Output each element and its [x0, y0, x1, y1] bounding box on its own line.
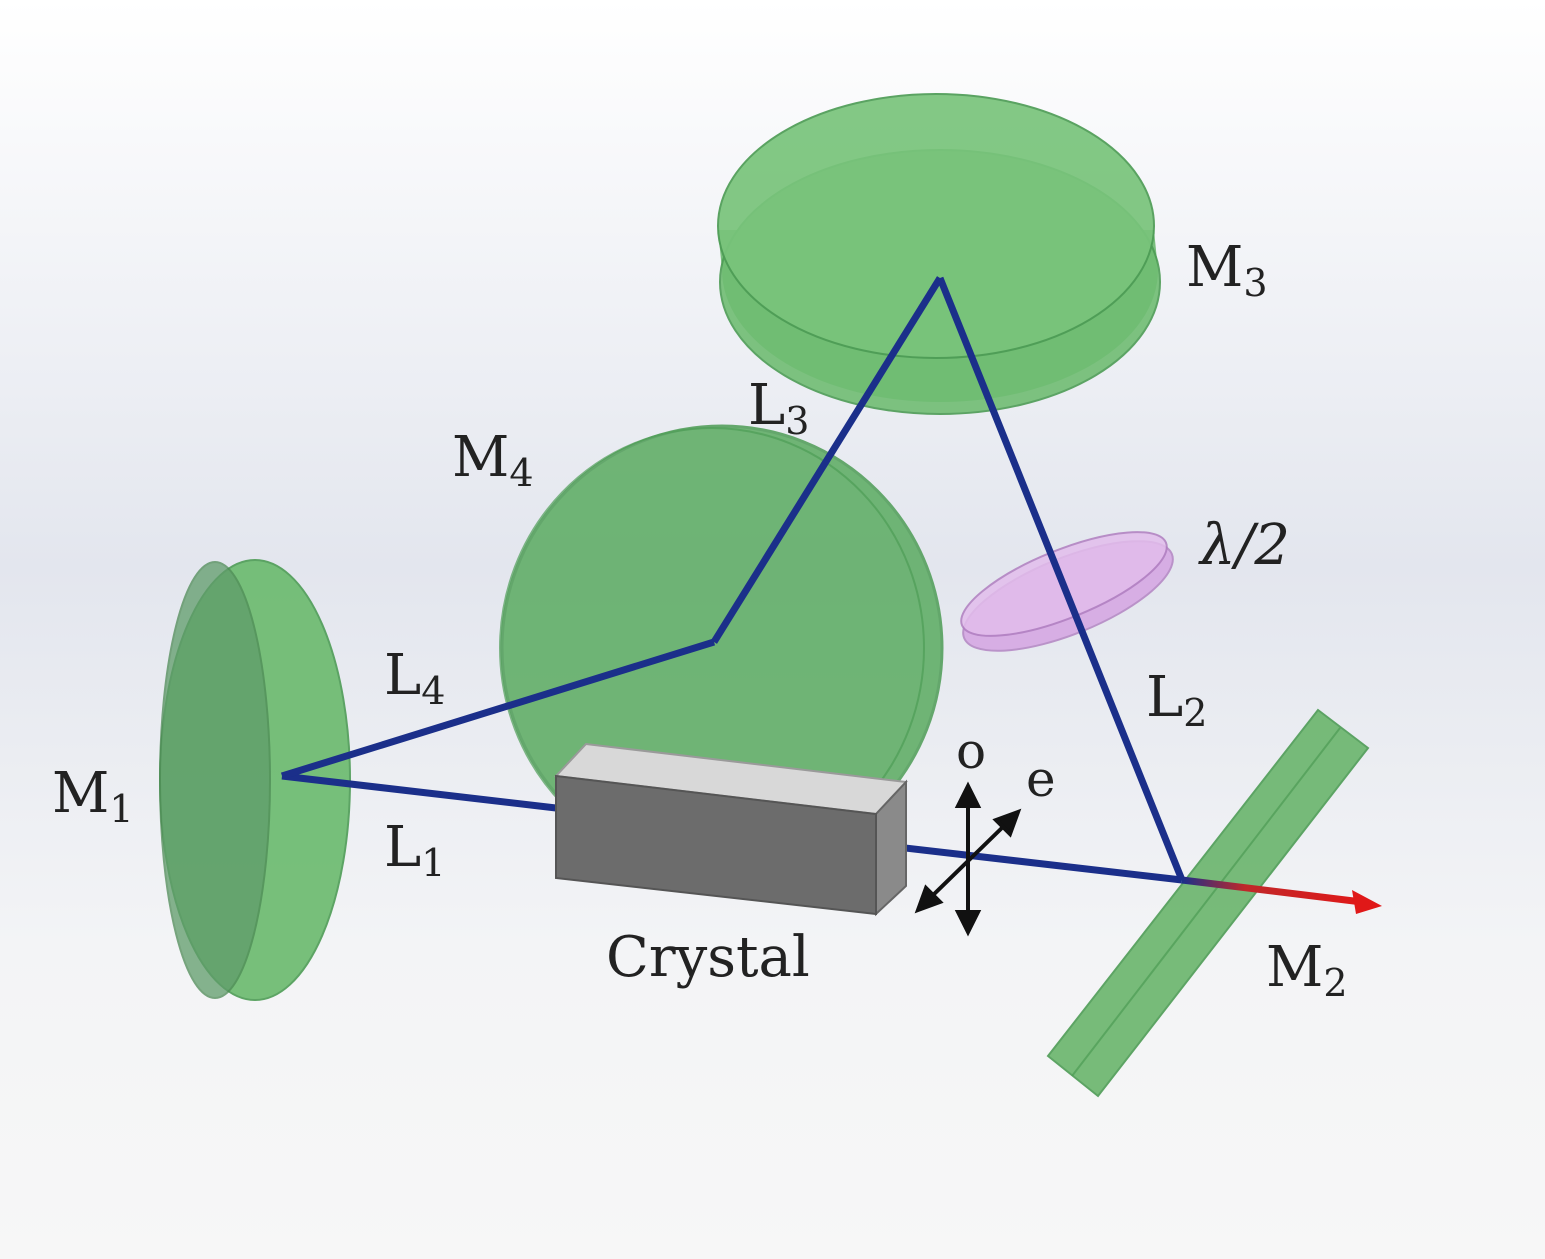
label-m2: M2 [1266, 935, 1348, 1005]
e-arrowhead-bottom [914, 884, 944, 914]
e-arrowhead-top [992, 808, 1022, 838]
label-m3: M3 [1186, 235, 1268, 305]
label-m1: M1 [52, 761, 134, 831]
polarization-arrows [914, 781, 1022, 937]
beam-l3 [711, 276, 943, 644]
o-arrowhead-bottom [954, 910, 982, 937]
beam-l4 [280, 638, 716, 780]
label-l4: L4 [384, 643, 445, 713]
output-beam [1181, 876, 1363, 906]
label-l1: L1 [384, 815, 445, 885]
label-crystal: Crystal [606, 925, 810, 990]
e-polarization-arrow [926, 820, 1010, 902]
crystal [553, 742, 909, 917]
label-m4: M4 [452, 425, 534, 495]
output-arrowhead [1352, 890, 1382, 914]
o-arrowhead-top [954, 781, 982, 808]
label-l2: L2 [1146, 665, 1207, 735]
label-half-wave-plate: λ/2 [1198, 513, 1290, 578]
beam-l1-segment-a [281, 772, 557, 812]
label-extraordinary: e [1026, 750, 1056, 808]
mirror-m1 [159, 559, 351, 1001]
beam-l2 [936, 276, 1186, 882]
mirror-m2 [1046, 708, 1370, 1098]
beam-paths [280, 276, 1382, 914]
label-ordinary: o [956, 722, 986, 780]
label-l3: L3 [748, 373, 809, 443]
mirror-m3 [717, 93, 1161, 415]
beam-l1-segment-b [887, 842, 1183, 884]
